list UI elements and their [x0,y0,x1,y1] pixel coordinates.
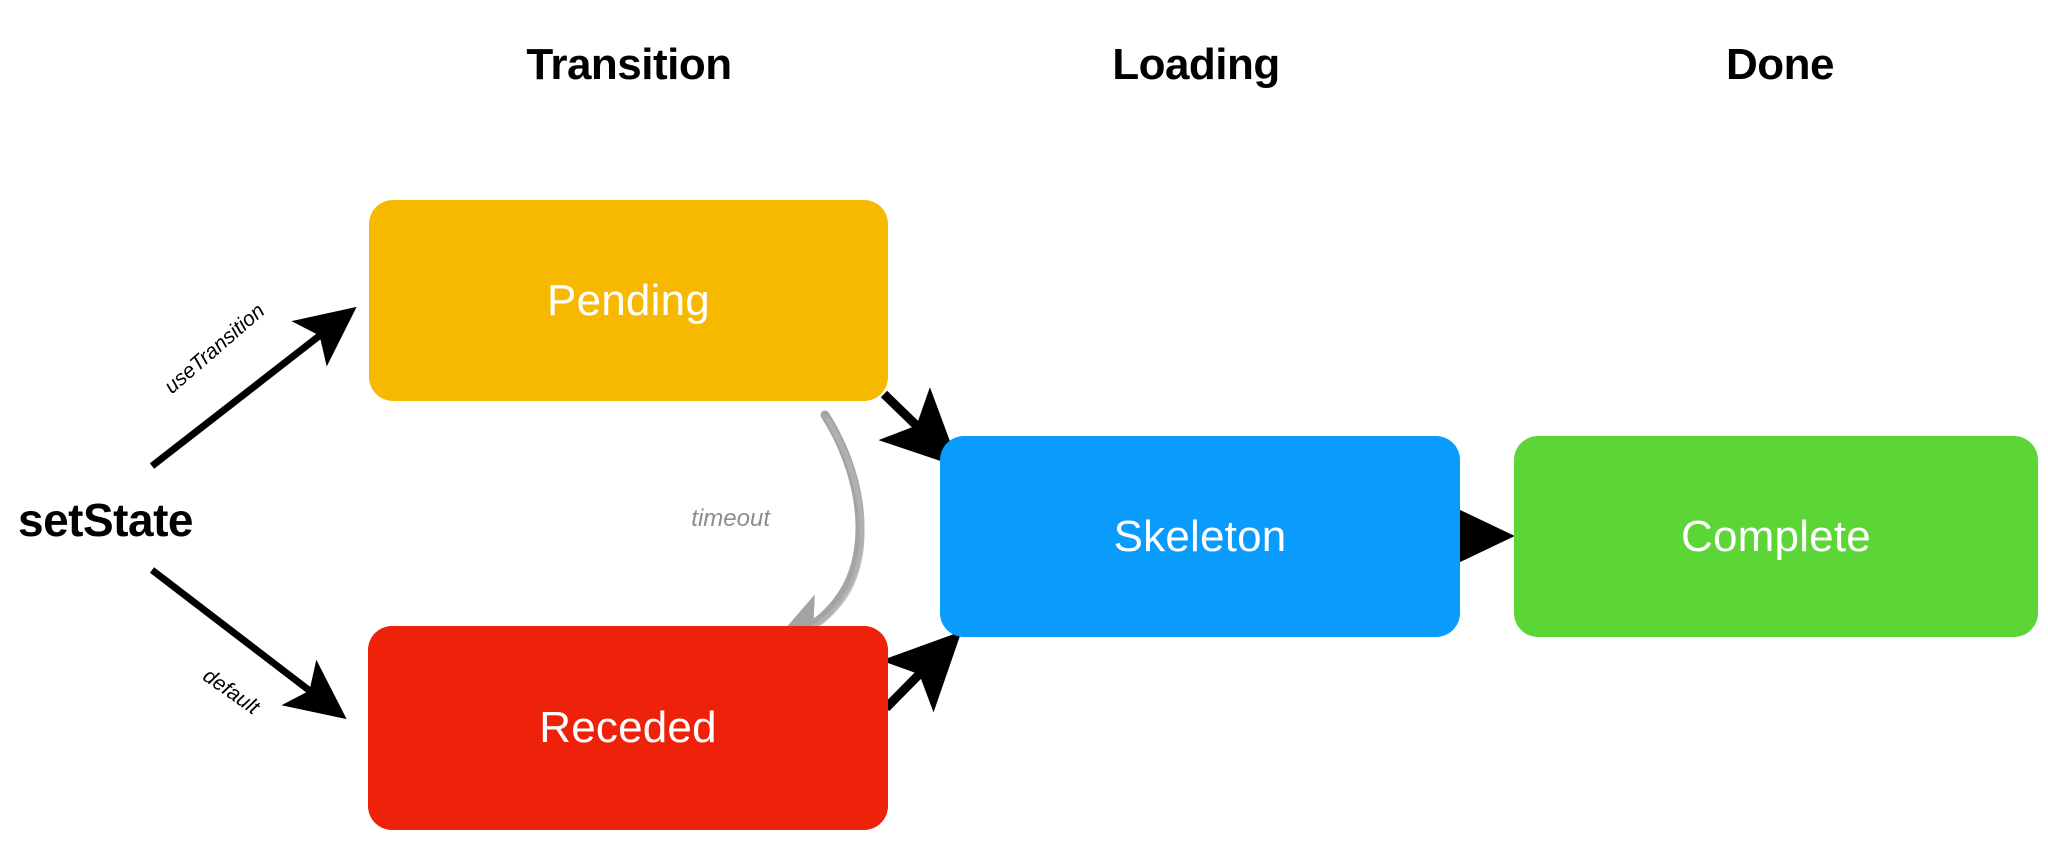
node-complete[interactable]: Complete [1514,436,2038,637]
edge-label-default: default [198,664,264,720]
edge-receded-to-skeleton [880,631,962,713]
node-skeleton[interactable]: Skeleton [940,436,1460,637]
column-header-transition: Transition [526,40,732,89]
node-setstate: setState [18,494,193,546]
node-receded-label: Receded [539,703,717,752]
node-pending[interactable]: Pending [369,200,888,401]
node-skeleton-label: Skeleton [1113,511,1287,561]
node-receded[interactable]: Receded [368,626,888,830]
column-header-loading: Loading [1112,40,1280,89]
node-pending-label: Pending [547,275,710,325]
column-header-done: Done [1726,40,1835,89]
edge-pending-to-receded-timeout [770,410,865,647]
edge-label-timeout: timeout [691,505,770,532]
node-complete-label: Complete [1681,511,1871,561]
edge-label-usetransition: useTransition [160,299,270,399]
